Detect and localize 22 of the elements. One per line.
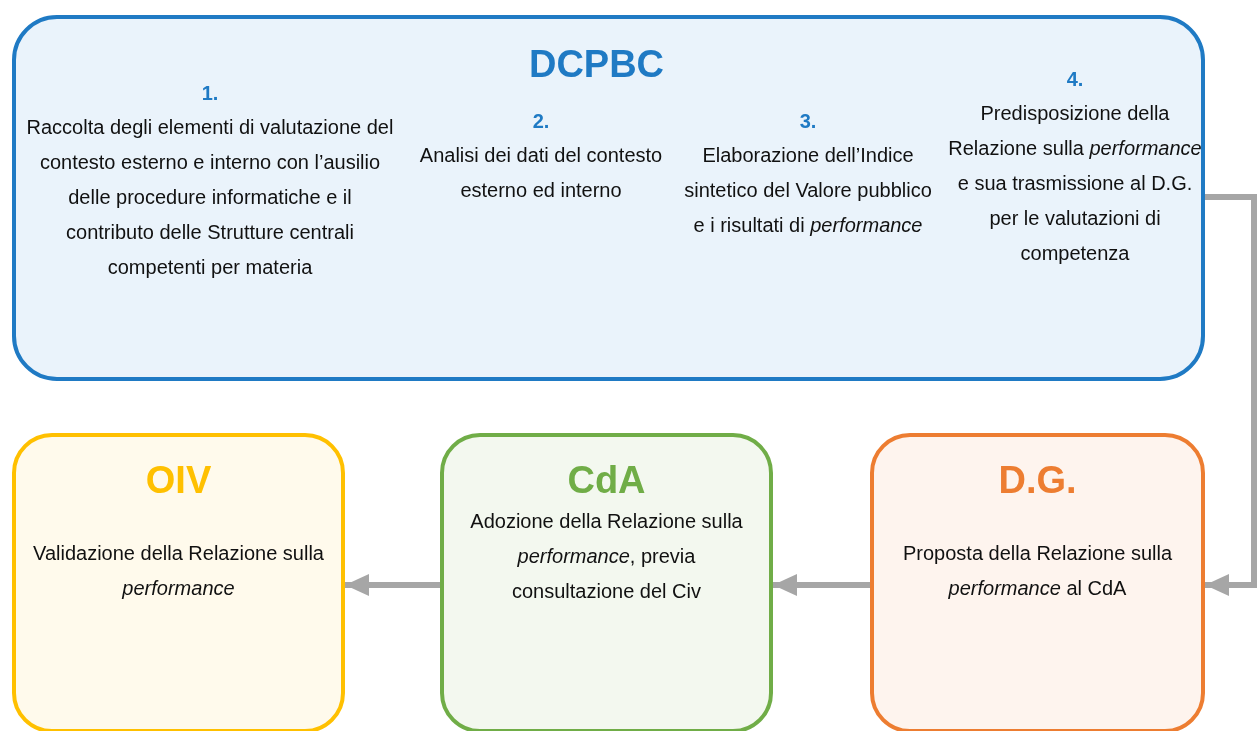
process-box (12, 433, 345, 731)
step-text: Validazione della Relazione sulla performance (32, 541, 325, 601)
arrow (773, 574, 870, 596)
step-text: Raccolta degli elementi di valutazione del contesto esterno e interno con l’ausilio delle procedure informatiche e il contributo delle Strutture centrali competenti per materia (25, 115, 395, 280)
step-text: Adozione della Relazione sulla performance, previa consultazione del Civ (470, 509, 743, 604)
arrow (345, 574, 440, 596)
box-heading: CdA (566, 458, 647, 502)
arrow (1205, 194, 1257, 596)
step-text: Proposta della Relazione sulla performance al CdA (901, 541, 1174, 601)
step-text: Predisposizione della Relazione sulla performance e sua trasmissione al D.G. per le valutazioni di competenza (948, 101, 1202, 266)
process-box (440, 433, 773, 731)
step-number: 1. (200, 81, 220, 106)
step-number: 2. (531, 109, 551, 134)
box-heading: DCPBC (527, 42, 666, 86)
step-text: Analisi dei dati del contesto esterno ed interno (418, 143, 664, 203)
step-number: 4. (1065, 67, 1085, 92)
process-box (870, 433, 1205, 731)
box-heading: D.G. (997, 458, 1078, 502)
box-heading: OIV (144, 458, 213, 502)
process-panel (12, 15, 1205, 381)
step-text: Elaborazione dell’Indice sintetico del Valore pubblico e i risultati di performance (683, 143, 933, 238)
step-number: 3. (798, 109, 818, 134)
